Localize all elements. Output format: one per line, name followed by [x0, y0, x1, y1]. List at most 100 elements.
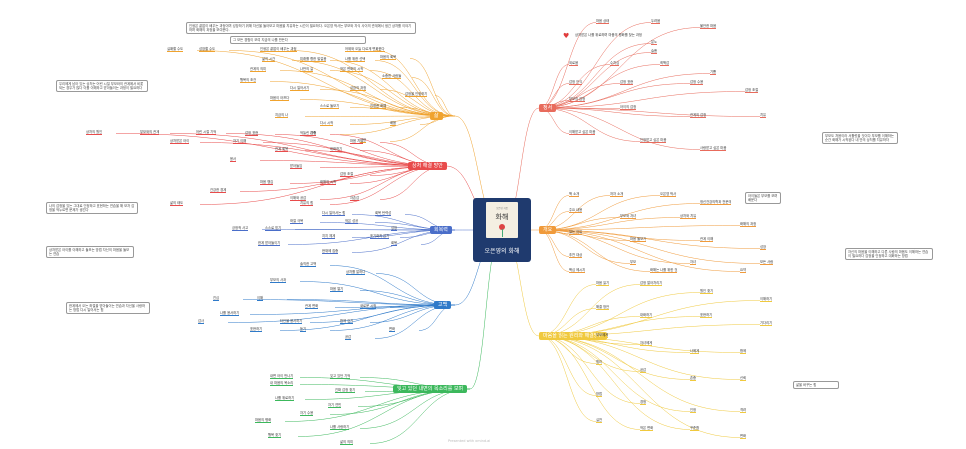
- subtopic-node[interactable]: 솔직한 고백: [300, 262, 317, 267]
- subtopic-node[interactable]: 관계 변화: [305, 304, 319, 309]
- subtopic-node[interactable]: 실천: [596, 418, 603, 423]
- subtopic-node[interactable]: 주요 내용: [569, 208, 583, 213]
- subtopic-node[interactable]: 치유: [760, 113, 767, 118]
- subtopic-node[interactable]: 사랑: [360, 138, 367, 143]
- subtopic-node[interactable]: 내 마음의 목소리: [270, 381, 294, 386]
- subtopic-node[interactable]: 작은 성공: [345, 219, 359, 224]
- topic-resilience[interactable]: 회복력: [430, 226, 452, 234]
- subtopic-node[interactable]: 성장할 수도: [199, 47, 216, 52]
- subtopic-node[interactable]: 화해의 시작: [320, 180, 337, 185]
- subtopic-node[interactable]: 화해는 나를 위한 것: [650, 268, 678, 273]
- subtopic-node[interactable]: 진심: [213, 296, 220, 301]
- subtopic-node[interactable]: 성장: [391, 226, 398, 231]
- topic-confession[interactable]: 고백: [434, 301, 452, 309]
- subtopic-node[interactable]: 받아들임: [290, 164, 303, 169]
- subtopic-node[interactable]: 마음 열기: [330, 287, 344, 292]
- subtopic-node[interactable]: 회복 탄력성: [375, 211, 392, 216]
- subtopic-node[interactable]: 부모와 자녀: [620, 214, 637, 219]
- subtopic-node[interactable]: 존중: [690, 376, 697, 381]
- subtopic-node[interactable]: 원인 찾기: [700, 289, 714, 294]
- subtopic-node[interactable]: 어린 시절 기억: [196, 130, 217, 135]
- subtopic-node[interactable]: 자존감: [350, 196, 360, 201]
- subtopic-node[interactable]: 감정 인식: [569, 80, 583, 85]
- subtopic-node[interactable]: 표현하기: [250, 327, 263, 332]
- subtopic-node[interactable]: 경청: [640, 400, 647, 405]
- subtopic-node[interactable]: 부모와의 관계: [140, 130, 160, 135]
- subtopic-node[interactable]: 관계의 의미: [250, 67, 267, 72]
- subtopic-node[interactable]: 상처를 말하다: [346, 270, 366, 275]
- subtopic-node[interactable]: 오은영 박사: [660, 192, 677, 197]
- subtopic-node[interactable]: 좌절 극복: [290, 219, 304, 224]
- subtopic-node[interactable]: 수치심: [610, 61, 620, 66]
- subtopic-node[interactable]: 화해의 과정: [740, 222, 757, 227]
- subtopic-node[interactable]: 마음 챙김: [260, 180, 274, 185]
- subtopic-node[interactable]: 나에게: [690, 349, 700, 354]
- topic-emotion[interactable]: 정서: [539, 104, 557, 112]
- subtopic-node[interactable]: 인정: [690, 408, 697, 413]
- subtopic-node[interactable]: 이해: [257, 296, 264, 301]
- subtopic-node[interactable]: 다시 일어서는 힘: [322, 211, 346, 216]
- subtopic-node[interactable]: 격려: [740, 408, 747, 413]
- subtopic-node[interactable]: 추천 대상: [569, 253, 583, 258]
- subtopic-node[interactable]: 이해받고 싶은 마음: [569, 130, 596, 135]
- subtopic-node[interactable]: 실패할 수도: [167, 47, 184, 52]
- subtopic-node[interactable]: 관계 이해: [700, 237, 714, 242]
- subtopic-node[interactable]: 삶의 시간: [262, 57, 276, 62]
- subtopic-node[interactable]: 함께: [740, 349, 747, 354]
- subtopic-node[interactable]: 인생은 끝없이 배우는 과정: [260, 47, 297, 52]
- subtopic-node[interactable]: 한계 받아들이기: [258, 241, 281, 246]
- subtopic-node[interactable]: 공감: [640, 368, 647, 373]
- subtopic-node[interactable]: 내면 아이 만나기: [270, 374, 294, 379]
- subtopic-node[interactable]: 어제와 오늘 다르게 변화한다: [345, 47, 385, 52]
- subtopic-node[interactable]: 신뢰: [740, 376, 747, 381]
- topic-overview[interactable]: 개요: [539, 226, 557, 234]
- subtopic-node[interactable]: 불안한 마음: [700, 24, 717, 29]
- subtopic-node[interactable]: 치유의 힘: [300, 201, 314, 206]
- subtopic-node[interactable]: 감정 표현: [620, 80, 634, 85]
- subtopic-node[interactable]: 자기 수용: [300, 411, 314, 416]
- subtopic-node[interactable]: 다시 시작: [320, 121, 334, 126]
- subtopic-node[interactable]: 스스로 믿기: [265, 226, 282, 231]
- subtopic-node[interactable]: 건강한 경계: [210, 188, 227, 193]
- subtopic-node[interactable]: 배움: [390, 121, 397, 126]
- topic-life[interactable]: 삶: [430, 112, 443, 120]
- subtopic-node[interactable]: 부모: [630, 260, 637, 265]
- subtopic-node[interactable]: 감정 알아차리기: [640, 281, 663, 286]
- subtopic-node[interactable]: 진정한 화해: [370, 104, 387, 109]
- topic-wound-solution[interactable]: 상처 해결 방안: [408, 162, 447, 170]
- subtopic-node[interactable]: 긍정적 사고: [232, 226, 249, 231]
- subtopic-node[interactable]: 지금의 나: [275, 113, 289, 118]
- subtopic-node[interactable]: 스스로 돌보기: [320, 104, 340, 109]
- subtopic-node[interactable]: 마음 치유: [350, 139, 364, 144]
- subtopic-node[interactable]: 죄책감: [660, 61, 670, 66]
- subtopic-node[interactable]: 새로운 시작: [360, 304, 377, 309]
- subtopic-node[interactable]: 마음의 평화: [255, 418, 272, 423]
- subtopic-node[interactable]: 요약: [740, 268, 747, 273]
- subtopic-node[interactable]: 현재에 집중: [322, 249, 339, 254]
- subtopic-node[interactable]: 사랑받고 싶은 마음: [700, 146, 727, 151]
- subtopic-node[interactable]: 포기하지 않기: [370, 234, 390, 239]
- subtopic-node[interactable]: 나를 사랑하기: [330, 425, 350, 430]
- subtopic-node[interactable]: 나를 위로하기: [275, 396, 295, 401]
- subtopic-node[interactable]: 공감: [345, 335, 352, 340]
- subtopic-node[interactable]: 읽는 이유: [569, 230, 583, 235]
- subtopic-node[interactable]: 성장: [760, 245, 767, 250]
- subtopic-node[interactable]: 책 소개: [569, 192, 580, 197]
- subtopic-node[interactable]: 나만의 길: [300, 67, 314, 72]
- subtopic-node[interactable]: 두려움: [651, 19, 661, 24]
- subtopic-node[interactable]: 정신건강의학과 전문의: [700, 200, 732, 205]
- subtopic-node[interactable]: 감정을 인정하기: [405, 92, 428, 97]
- subtopic-node[interactable]: 자녀: [690, 260, 697, 265]
- subtopic-node[interactable]: 부모의 감정: [569, 97, 586, 102]
- subtopic-node[interactable]: 변화: [740, 434, 747, 439]
- subtopic-node[interactable]: 상처와 치유: [680, 214, 697, 219]
- subtopic-node[interactable]: 관계의 감정: [690, 113, 707, 118]
- subtopic-node[interactable]: 진짜 감정 찾기: [335, 388, 356, 393]
- subtopic-node[interactable]: 마음 돌보기: [630, 237, 647, 242]
- subtopic-node[interactable]: 작은 변화의 시작: [340, 67, 364, 72]
- subtopic-node[interactable]: 부모에게: [596, 333, 609, 338]
- subtopic-node[interactable]: 회복: [391, 241, 398, 246]
- subtopic-node[interactable]: 마음의 회복: [380, 55, 397, 60]
- subtopic-node[interactable]: 관계 회복: [275, 147, 289, 152]
- subtopic-node[interactable]: 해결 방안: [596, 305, 610, 310]
